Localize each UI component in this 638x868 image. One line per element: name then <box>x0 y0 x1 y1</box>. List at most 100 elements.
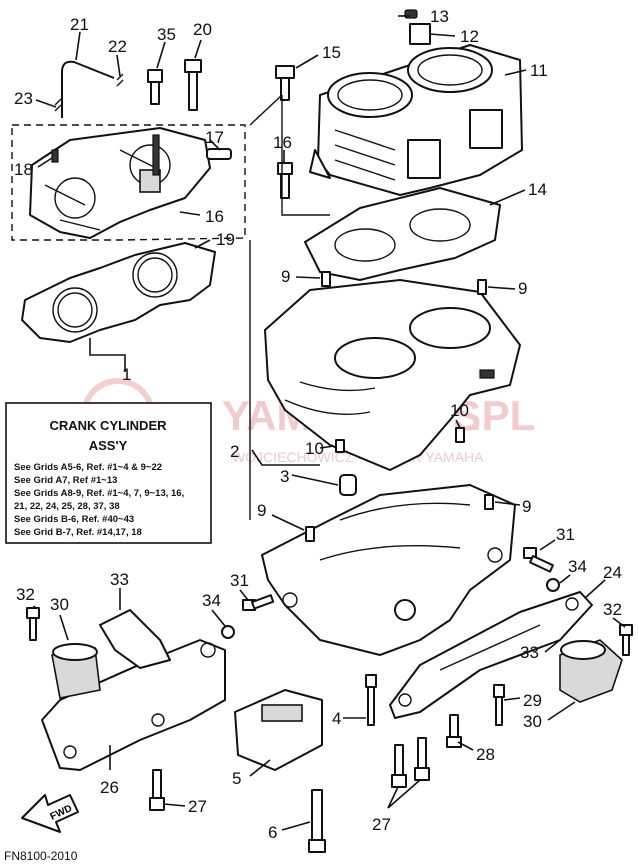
assembly-line-1: See Grids A5-6, Ref. #1~4 & 9~22 <box>14 462 162 473</box>
callout-26: 26 <box>100 778 119 797</box>
lower-crankcase <box>261 484 516 656</box>
washer-34-left <box>221 625 235 639</box>
leader-11 <box>319 445 335 449</box>
leader-33-right <box>544 639 561 653</box>
mount-block-rubber <box>261 704 303 722</box>
figure-reference: FN8100-2010 <box>4 849 78 863</box>
part-17-bolt <box>277 162 293 199</box>
cyl-gasket-bore-right <box>409 208 471 242</box>
leader-31-right <box>539 539 556 551</box>
part-27-bolt-center-a <box>391 744 407 788</box>
callout-30-left: 30 <box>50 595 69 614</box>
head-group <box>11 124 246 241</box>
bolt-22-head <box>184 59 202 73</box>
callout-29: 29 <box>523 691 542 710</box>
fwd-arrow-shape <box>21 794 79 833</box>
lower-crankcase-body <box>261 484 516 656</box>
bracket-13 <box>409 23 431 45</box>
leader-34-left <box>211 609 226 627</box>
upper-case-bore-right <box>409 307 491 349</box>
bolt-6-shank <box>311 789 323 841</box>
dowel-9-lower-left <box>305 526 315 542</box>
callout-12: 11 <box>530 61 548 80</box>
callout-31-right: 31 <box>556 525 575 544</box>
cylinder-bore-left-inner <box>337 79 403 111</box>
leader-32-left <box>32 605 36 609</box>
dashed-group-box <box>11 124 246 241</box>
bolt-29-shank <box>495 696 503 726</box>
leader-34-right <box>559 574 571 584</box>
bolt-28-head <box>446 736 462 748</box>
bolt-17-shank <box>280 173 290 199</box>
bolt-4-head <box>365 674 377 688</box>
callout-34-left: 34 <box>202 591 221 610</box>
fwd-arrow: FWD <box>21 794 79 833</box>
cylinder-gasket-outline <box>304 187 501 281</box>
callout-9-d: 9 <box>257 501 266 520</box>
callout-16: 15 <box>322 43 341 62</box>
bolt-6-head <box>308 839 326 853</box>
assembly-line-4: 21, 22, 24, 25, 28, 37, 38 <box>14 501 120 512</box>
cylinder-foot <box>309 149 331 179</box>
callout-2: 2 <box>230 442 239 461</box>
rubber-mount-right-top <box>560 640 606 660</box>
leader-9-c <box>494 501 521 506</box>
part-28-bolt <box>446 714 462 748</box>
dowel-9-lower-right <box>484 494 494 510</box>
leader-31-left <box>239 589 249 601</box>
callout-27-left: 27 <box>188 797 207 816</box>
callout-18: 16 <box>205 207 224 226</box>
leader-29 <box>503 697 521 701</box>
part-27-bolt-left <box>149 769 165 811</box>
head-gasket <box>21 242 216 343</box>
leader-lines <box>32 15 626 831</box>
mount-bracket-right <box>389 591 593 719</box>
callout-9-a: 9 <box>281 267 290 286</box>
leader-13 <box>429 33 456 37</box>
bolt-27a-shank <box>394 744 404 776</box>
leader-21 <box>194 239 211 249</box>
callout-22: 20 <box>193 20 212 39</box>
callout-35: 35 <box>157 25 176 44</box>
leader-30-left <box>59 614 69 641</box>
assembly-line-6: See Grid B-7, Ref. #14,17, 18 <box>14 527 142 538</box>
leader-9-d <box>271 514 305 531</box>
bolt-27-left-shank <box>152 769 162 799</box>
callout-24-left: 23 <box>14 89 33 108</box>
part-6-bolt <box>308 789 326 853</box>
part-29-bolt <box>493 684 505 726</box>
leader-6 <box>281 821 311 831</box>
bolt-31-left-shank <box>251 594 275 610</box>
rubber-mount-left-top <box>52 643 98 661</box>
cylinder-head <box>29 127 211 239</box>
callout-21: 19 <box>216 230 235 249</box>
assembly-title-2: ASS'Y <box>89 438 128 453</box>
leader-22 <box>194 39 202 59</box>
bolt-29-head <box>493 684 505 698</box>
leader-24-left <box>35 99 57 108</box>
callout-1: 1 <box>122 365 131 384</box>
mount-l-hole-1 <box>200 642 216 658</box>
bolt-16-head <box>275 65 295 79</box>
leader-9-b <box>487 286 516 290</box>
exhaust-port-right <box>469 109 503 149</box>
callout-32-right: 32 <box>603 600 622 619</box>
mount-r-rib <box>439 624 541 671</box>
part-13-14-bracket <box>404 9 431 45</box>
callout-32-left: 32 <box>16 585 35 604</box>
leader-30-right <box>547 701 576 721</box>
part-10-pin <box>455 427 465 443</box>
gasket-bore-left-inner <box>57 292 93 328</box>
dowel-9-upper-right <box>477 279 487 295</box>
bolt-32-left-head <box>26 607 40 619</box>
lower-case-hole-left <box>282 592 298 608</box>
engine-mount-right <box>389 591 593 719</box>
assembly-line-5: See Grids B-6, Ref. #40~43 <box>14 514 134 525</box>
leader-27-center <box>387 779 421 809</box>
leader-25 <box>584 579 606 599</box>
part-20-pin <box>51 149 59 163</box>
mount-r-hole-2 <box>565 597 579 611</box>
callout-6: 6 <box>268 823 277 842</box>
bolt-16-shank <box>280 77 290 101</box>
leader-28 <box>457 741 474 751</box>
